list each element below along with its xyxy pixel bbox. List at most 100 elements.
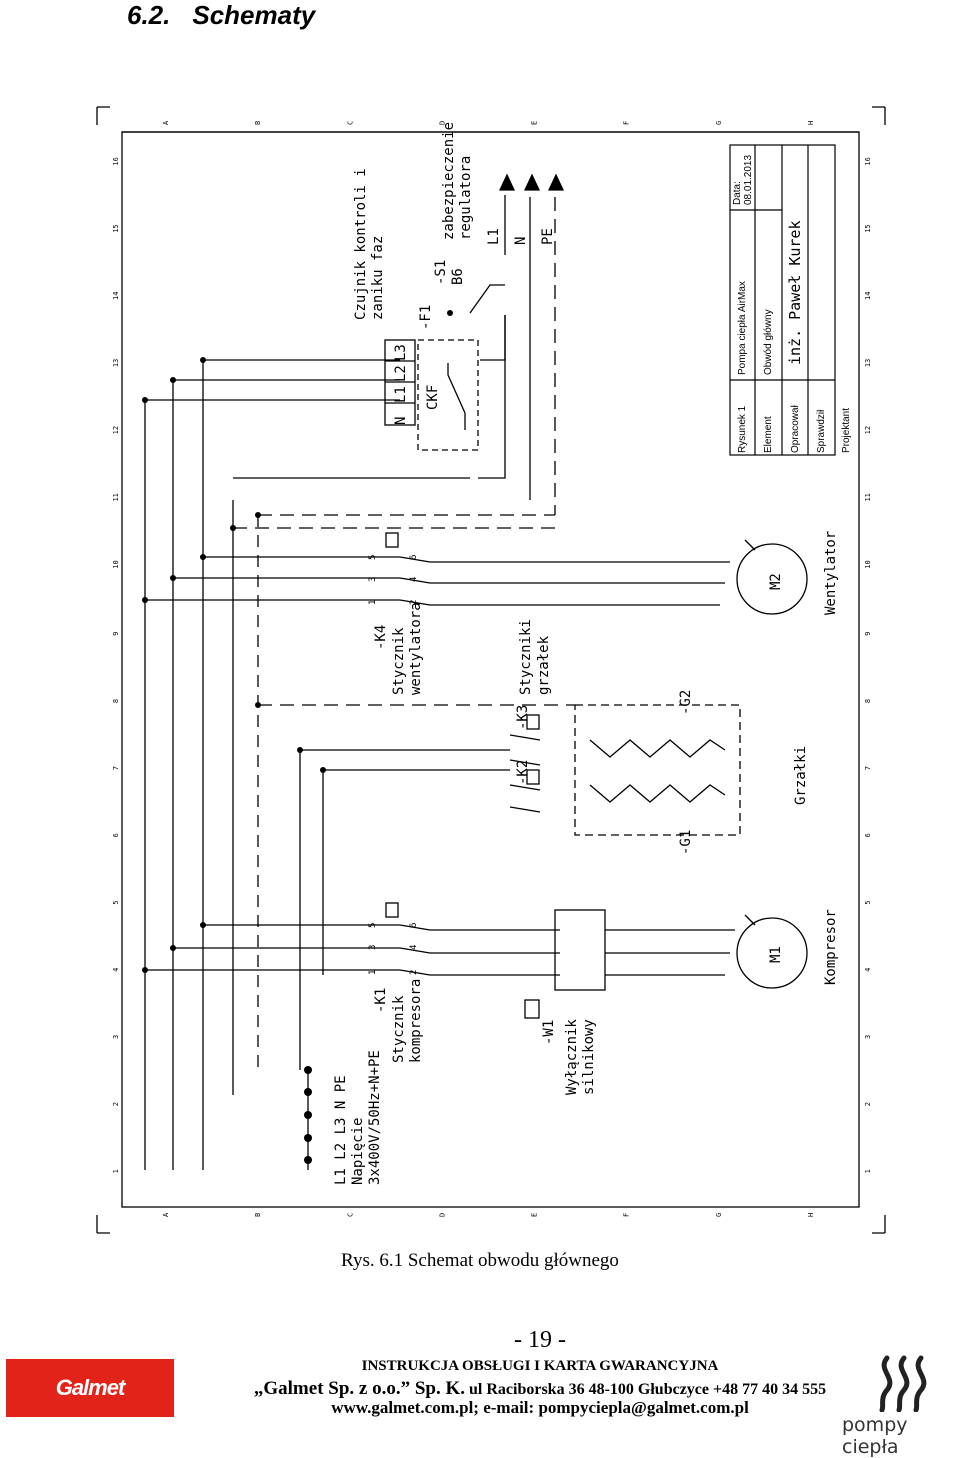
grid-row-label: D [438,121,446,125]
s1-rating: B6 [450,268,466,285]
k4-name-2: wentylatora [408,602,424,695]
grid-column-label: 13 [864,359,872,367]
grid-column-label: 16 [112,157,120,165]
tb-product: Pompa ciepła AirMax [737,281,748,375]
grid-row-label: A [162,1212,170,1217]
contact-k1-4: 4 [409,945,419,950]
contact-k4-2: 2 [409,600,419,605]
grid-row-label: G [715,121,723,125]
tb-element-label: Element [763,416,774,453]
tb-element: Obwód główny [763,309,774,375]
grid-column-label: 13 [112,359,120,367]
k2-ref: -K2 [515,760,531,785]
w1-name-1: Wyłącznik [564,1019,580,1095]
grid-column-label: 15 [112,224,120,232]
grid-row-label: C [346,121,354,125]
heat-pump-logo-icon [879,1355,927,1413]
w1-ref: -W1 [541,1020,557,1045]
grid-row-label: B [254,1213,262,1217]
grid-column-label: 5 [112,900,120,904]
ckf-name-2: zaniku faz [370,236,386,320]
grid-column-label: 7 [864,766,872,770]
output-l1: L1 [486,228,502,245]
ckf-terminal-l1: L1 [393,386,409,403]
grid-column-label: 3 [864,1035,872,1039]
k3-ref: -K3 [515,705,531,730]
galmet-logo: Galmet [6,1359,174,1417]
corner-mark [872,1215,886,1234]
grid-column-label: 3 [112,1035,120,1039]
tb-designer-label: Projektant [841,408,852,453]
g1-ref: -G1 [678,830,694,855]
tb-date-label: Data: [732,181,743,205]
grid-row-label: F [623,1213,631,1217]
grid-column-label: 12 [864,426,872,434]
grid-column-label: 4 [112,968,120,972]
tb-checked-label: Sprawdził [816,409,827,453]
grid-column-label: 8 [112,699,120,703]
k4-ref: -K4 [373,625,389,650]
footer-line-2: „Galmet Sp. z o.o.” Sp. K. ul Raciborska… [0,1378,960,1400]
ckf-ref: CKF [425,385,441,410]
grid-row-label: C [346,1213,354,1217]
section-title: Schematy [192,0,316,30]
s1-name-2: regulatora [458,156,474,240]
footer-line-3: www.galmet.com.pl; e-mail: pompyciepla@g… [331,1398,749,1417]
page-number: - 19 - [514,1327,566,1353]
grid-column-label: 11 [112,493,120,501]
contact-k4-1: 1 [368,600,378,605]
grid-column-label: 12 [112,426,120,434]
figure-caption: Rys. 6.1 Schemat obwodu głównego [341,1250,619,1271]
grid-column-label: 2 [864,1102,872,1106]
contact-k4-3: 3 [368,577,378,582]
k1-name-2: kompresora [408,979,424,1063]
grid-column-label: 9 [864,632,872,636]
contact-k1-1: 1 [368,970,378,975]
contact-k1-6: 6 [409,923,419,928]
footer-company: „Galmet Sp. z o.o.” Sp. K. [253,1378,465,1399]
g2-ref: -G2 [678,690,694,715]
k3-name-2: grzałek [536,635,552,695]
grid-column-label: 2 [112,1102,120,1106]
k3-name-1: Styczniki [518,619,534,695]
output-n: N [513,237,529,245]
contact-k1-5: 5 [368,923,378,928]
grid-row-label: E [531,121,539,125]
contact-k4-5: 5 [368,555,378,560]
grid-row-label: E [531,1213,539,1217]
grid-column-label: 1 [864,1169,872,1173]
heat-pump-logo-text: pompy ciepła [842,1414,908,1458]
grid-column-label: 11 [864,493,872,501]
supply-label-1: Napięcie [350,1118,366,1185]
grid-column-label: 5 [864,900,872,904]
grid-column-label: 6 [112,833,120,837]
grid-row-label: H [807,1213,815,1217]
footer-line-1: INSTRUKCJA OBSŁUGI I KARTA GWARANCYJNA [361,1358,719,1374]
contact-k1-2: 2 [409,970,419,975]
section-number: 6.2. [127,0,171,30]
supply-label-2: 3x400V/50Hz+N+PE [367,1050,383,1185]
heaters-name: Grzałki [793,746,809,805]
m2-name: Wentylator [823,531,839,615]
supply-phases: L1 L2 L3 N PE [333,1075,349,1185]
w1-name-2: silnikowy [581,1019,597,1095]
k1-ref: -K1 [373,988,389,1013]
k1-name-1: Stycznik [391,995,407,1063]
m2-ref: M2 [768,573,784,590]
grid-row-label: A [162,120,170,125]
grid-column-label: 6 [864,833,872,837]
grid-row-label: D [438,1213,446,1217]
grid-column-label: 15 [864,224,872,232]
grid-column-label: 14 [112,292,120,300]
ckf-name-1: Czujnik kontroli i [353,168,369,320]
grid-row-label: B [254,121,262,125]
grid-column-label: 1 [112,1169,120,1173]
contact-k4-4: 4 [409,577,419,582]
corner-mark [96,1215,110,1234]
m1-ref: M1 [768,946,784,963]
tb-date: 08.01.2013 [743,155,754,205]
corner-mark [96,106,110,125]
title-block [729,144,836,456]
grid-row-label: H [807,121,815,125]
grid-column-label: 4 [864,968,872,972]
